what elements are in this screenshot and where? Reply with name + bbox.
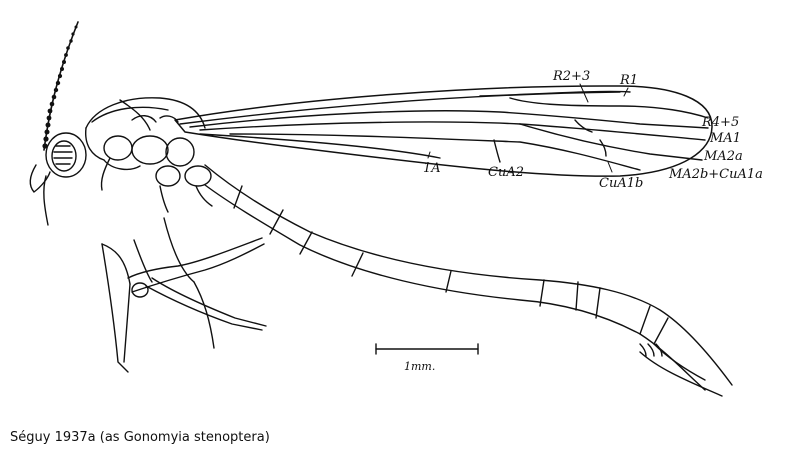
abdomen [204, 164, 733, 397]
scale-bar-label: 1mm. [404, 360, 435, 373]
wing [174, 85, 713, 177]
inset-drawing [101, 217, 267, 373]
label-ma2a: MA2a [703, 149, 743, 164]
label-ma1: MA1 [709, 131, 741, 146]
figure-caption: Séguy 1937a (as Gonomyia stenoptera) [10, 430, 270, 445]
head [29, 132, 87, 226]
label-cua2: CuA2 [488, 165, 524, 180]
legs [100, 157, 213, 213]
thorax [85, 97, 212, 187]
label-r2-3: R2+3 [552, 69, 590, 84]
label-ma2b-cua1a: MA2b+CuA1a [668, 167, 763, 182]
antenna [42, 21, 79, 151]
scale-bar [375, 343, 479, 355]
label-1a: 1A [423, 161, 441, 176]
label-r1: R1 [619, 73, 638, 88]
label-r4-5: R4+5 [701, 115, 739, 130]
label-cua1b: CuA1b [599, 176, 643, 191]
